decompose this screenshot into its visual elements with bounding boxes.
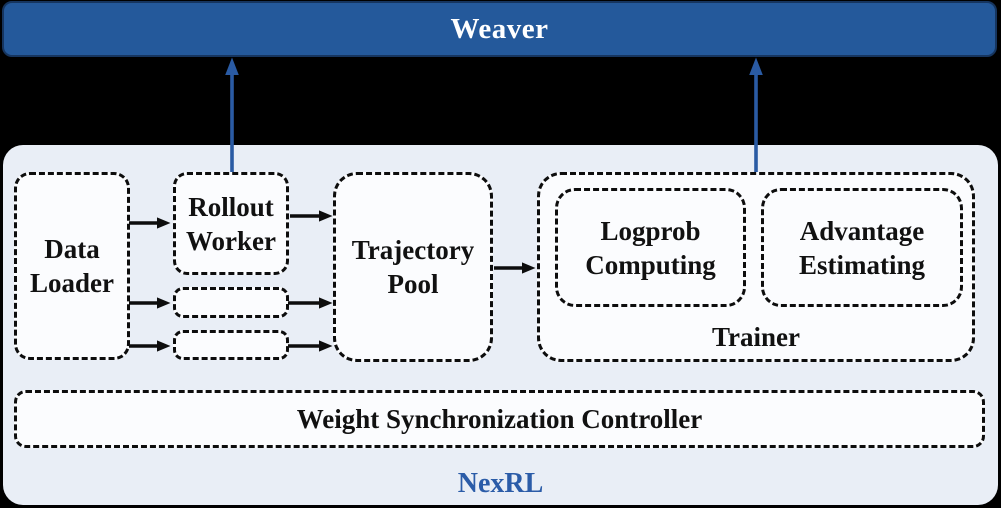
weight-sync-controller-label: Weight Synchronization Controller — [296, 404, 703, 434]
data-loader-box: Data Loader — [14, 172, 130, 360]
weaver-label: Weaver — [450, 12, 549, 45]
rollout-worker-box: Rollout Worker — [173, 172, 289, 275]
trajectory-pool-box: Trajectory Pool — [333, 172, 493, 362]
rollout-worker-label: Rollout Worker — [186, 191, 276, 256]
logprob-computing-label: Logprob Computing — [585, 215, 716, 280]
trajectory-pool-label: Trajectory Pool — [351, 235, 475, 299]
data-loader-label: Data Loader — [30, 234, 114, 298]
trainer-box: Logprob Computing Advantage Estimating T… — [537, 172, 975, 362]
rollout-worker-replica-1-box — [173, 287, 289, 318]
advantage-estimating-label: Advantage Estimating — [798, 215, 925, 280]
nexrl-container: Data Loader Rollout Worker Trajectory Po… — [3, 145, 998, 505]
logprob-computing-box: Logprob Computing — [555, 188, 746, 307]
nexrl-label: NexRL — [457, 468, 544, 499]
trainer-label: Trainer — [712, 322, 800, 352]
weaver-bar: Weaver — [2, 1, 997, 57]
advantage-estimating-box: Advantage Estimating — [761, 188, 963, 307]
rollout-worker-replica-2-box — [173, 330, 289, 360]
weight-sync-controller-box: Weight Synchronization Controller — [14, 390, 985, 448]
